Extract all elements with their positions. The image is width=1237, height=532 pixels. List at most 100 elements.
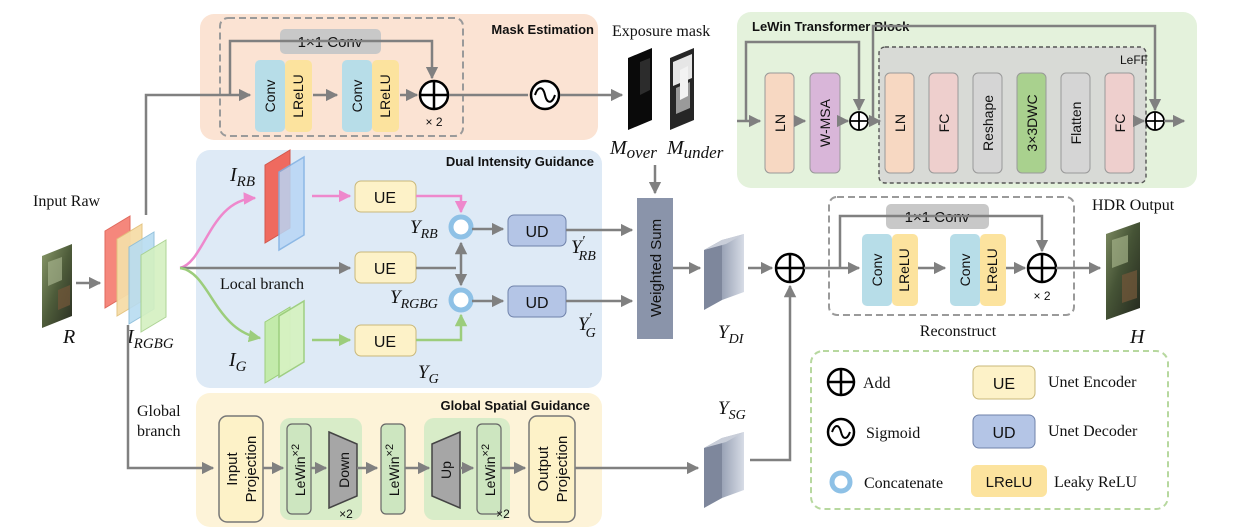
ud-label-rb: UD (525, 224, 548, 241)
down-repeat-label: ×2 (339, 507, 353, 521)
ue-label-g: UE (374, 334, 396, 351)
dual-intensity-title: Dual Intensity Guidance (446, 154, 594, 169)
ud-label-g: UD (525, 295, 548, 312)
y-g-prime-symbol: Y′G (578, 311, 596, 341)
ue-label-rb: UE (374, 190, 396, 207)
legend-box (810, 350, 1169, 510)
flatten-label: Flatten (1068, 102, 1084, 145)
mask-add-icon (418, 79, 450, 111)
fc-block-1 (928, 72, 959, 174)
lewin-skip-1 (744, 40, 866, 121)
up-label: Up (438, 461, 454, 479)
mask-conv-block-1 (255, 60, 285, 132)
m-under-symbol: Munder (666, 137, 724, 162)
lewin-skip-2 (871, 24, 1162, 121)
y-sg-symbol: YSG (718, 398, 746, 423)
mask-conv-label-2: Conv (349, 80, 365, 113)
mask-lrelu-block-2 (372, 60, 399, 132)
hdr-output-image (1106, 222, 1140, 320)
lewin-label-2: LeWin×2 (384, 444, 402, 496)
lewin-repeat-label: ×2 (496, 507, 510, 521)
reconstruct-add-icon (1026, 252, 1058, 284)
fc-label-1: FC (936, 114, 952, 133)
reconstruct-lrelu-block-2 (980, 234, 1006, 306)
mask-repeat-label: × 2 (425, 115, 442, 129)
concat-icon-rgbg (448, 287, 474, 313)
legend-sigmoid-label: Sigmoid (866, 425, 920, 442)
i-rgbg-symbol: IRGBG (126, 326, 174, 352)
reconstruct-1x1-conv-label: 1×1 Conv (905, 209, 970, 226)
reshape-label: Reshape (980, 95, 996, 151)
legend-ud-swatch (972, 414, 1036, 449)
reconstruct-lrelu-label-1: LReLU (896, 248, 912, 292)
legend-concat-label: Concatenate (864, 475, 943, 492)
i-g-symbol: IG (228, 349, 247, 375)
legend-add-icon (826, 367, 856, 397)
up-block (431, 430, 461, 510)
concat-icon-rb (448, 214, 474, 240)
mask-lrelu-block-1 (285, 60, 312, 132)
lewin-add-icon-1 (849, 111, 869, 131)
lewin-ln-label-1: LN (772, 114, 788, 132)
exposure-mask-label: Exposure mask (612, 23, 710, 40)
mask-lrelu-label-2: LReLU (377, 74, 393, 118)
sigmoid-icon (529, 79, 561, 111)
arrow-ue-g-to-concat (416, 313, 468, 342)
legend-add-label: Add (863, 375, 891, 392)
arrow-reconstruct-skip (838, 214, 1049, 268)
r-symbol: R (62, 326, 75, 348)
weighted-sum-block (637, 198, 673, 339)
over-exposure-mask-image (628, 48, 652, 130)
arrow-global-branch (126, 325, 215, 475)
arrow-raw-to-mask (144, 88, 252, 215)
h-symbol: H (1129, 326, 1146, 348)
under-exposure-mask-image (670, 48, 694, 130)
mask-conv-label-1: Conv (262, 80, 278, 113)
weighted-sum-label: Weighted Sum (648, 219, 665, 317)
y-g-symbol: YG (418, 362, 439, 387)
local-branch-label: Local branch (220, 276, 304, 293)
output-projection-label-1: Output (535, 446, 552, 492)
mask-lrelu-label-1: LReLU (290, 74, 306, 118)
g-channel-image (264, 299, 305, 384)
rgbg-channels-stack (104, 215, 167, 333)
legend-ue-swatch (972, 365, 1036, 400)
output-projection-label-2: Projection (554, 436, 571, 503)
arrow-mask-skip (228, 39, 439, 95)
global-branch-label-1: Global (137, 403, 181, 420)
hdr-output-label: HDR Output (1092, 197, 1175, 214)
rb-channel-image (264, 149, 305, 252)
reconstruct-conv-label-1: Conv (869, 254, 885, 287)
lewin-ln-label-2: LN (892, 114, 908, 132)
arrow-ue-rb-to-concat (416, 194, 468, 214)
reconstruct-lrelu-block-1 (892, 234, 918, 306)
reconstruct-conv-label-2: Conv (957, 254, 973, 287)
down-block (328, 430, 358, 510)
y-rb-symbol: YRB (410, 217, 438, 242)
lewin-label-3: LeWin×2 (480, 444, 498, 496)
down-label: Down (336, 452, 352, 488)
mask-estimation-title: Mask Estimation (491, 22, 594, 37)
global-branch-label-2: branch (137, 423, 181, 440)
y-rgbg-symbol: YRGBG (390, 287, 438, 312)
wmsa-label: W-MSA (817, 98, 833, 147)
legend-lrelu-abbr: LReLU (986, 474, 1033, 491)
legend-ue-abbr: UE (993, 376, 1015, 393)
dwc-block (1016, 72, 1047, 174)
y-di-feature (704, 234, 744, 310)
reconstruct-conv-block-2 (950, 234, 980, 306)
legend-ud-text: Unet Decoder (1048, 423, 1138, 440)
i-rb-symbol: IRB (229, 164, 255, 190)
legend-lrelu-swatch (971, 465, 1047, 497)
arrow-to-g-branch (179, 266, 262, 343)
input-raw-image (42, 244, 72, 328)
lewin-label-1: LeWin×2 (290, 444, 308, 496)
global-spatial-title: Global Spatial Guidance (440, 398, 590, 413)
y-rb-prime-symbol: Y′RB (571, 234, 596, 264)
lewin-ln-block-2 (884, 72, 915, 174)
legend-lrelu-text: Leaky ReLU (1054, 474, 1138, 491)
m-over-symbol: Mover (609, 137, 657, 162)
ue-label-local: UE (374, 261, 396, 278)
flatten-block (1060, 72, 1091, 174)
y-sg-feature (704, 432, 744, 508)
